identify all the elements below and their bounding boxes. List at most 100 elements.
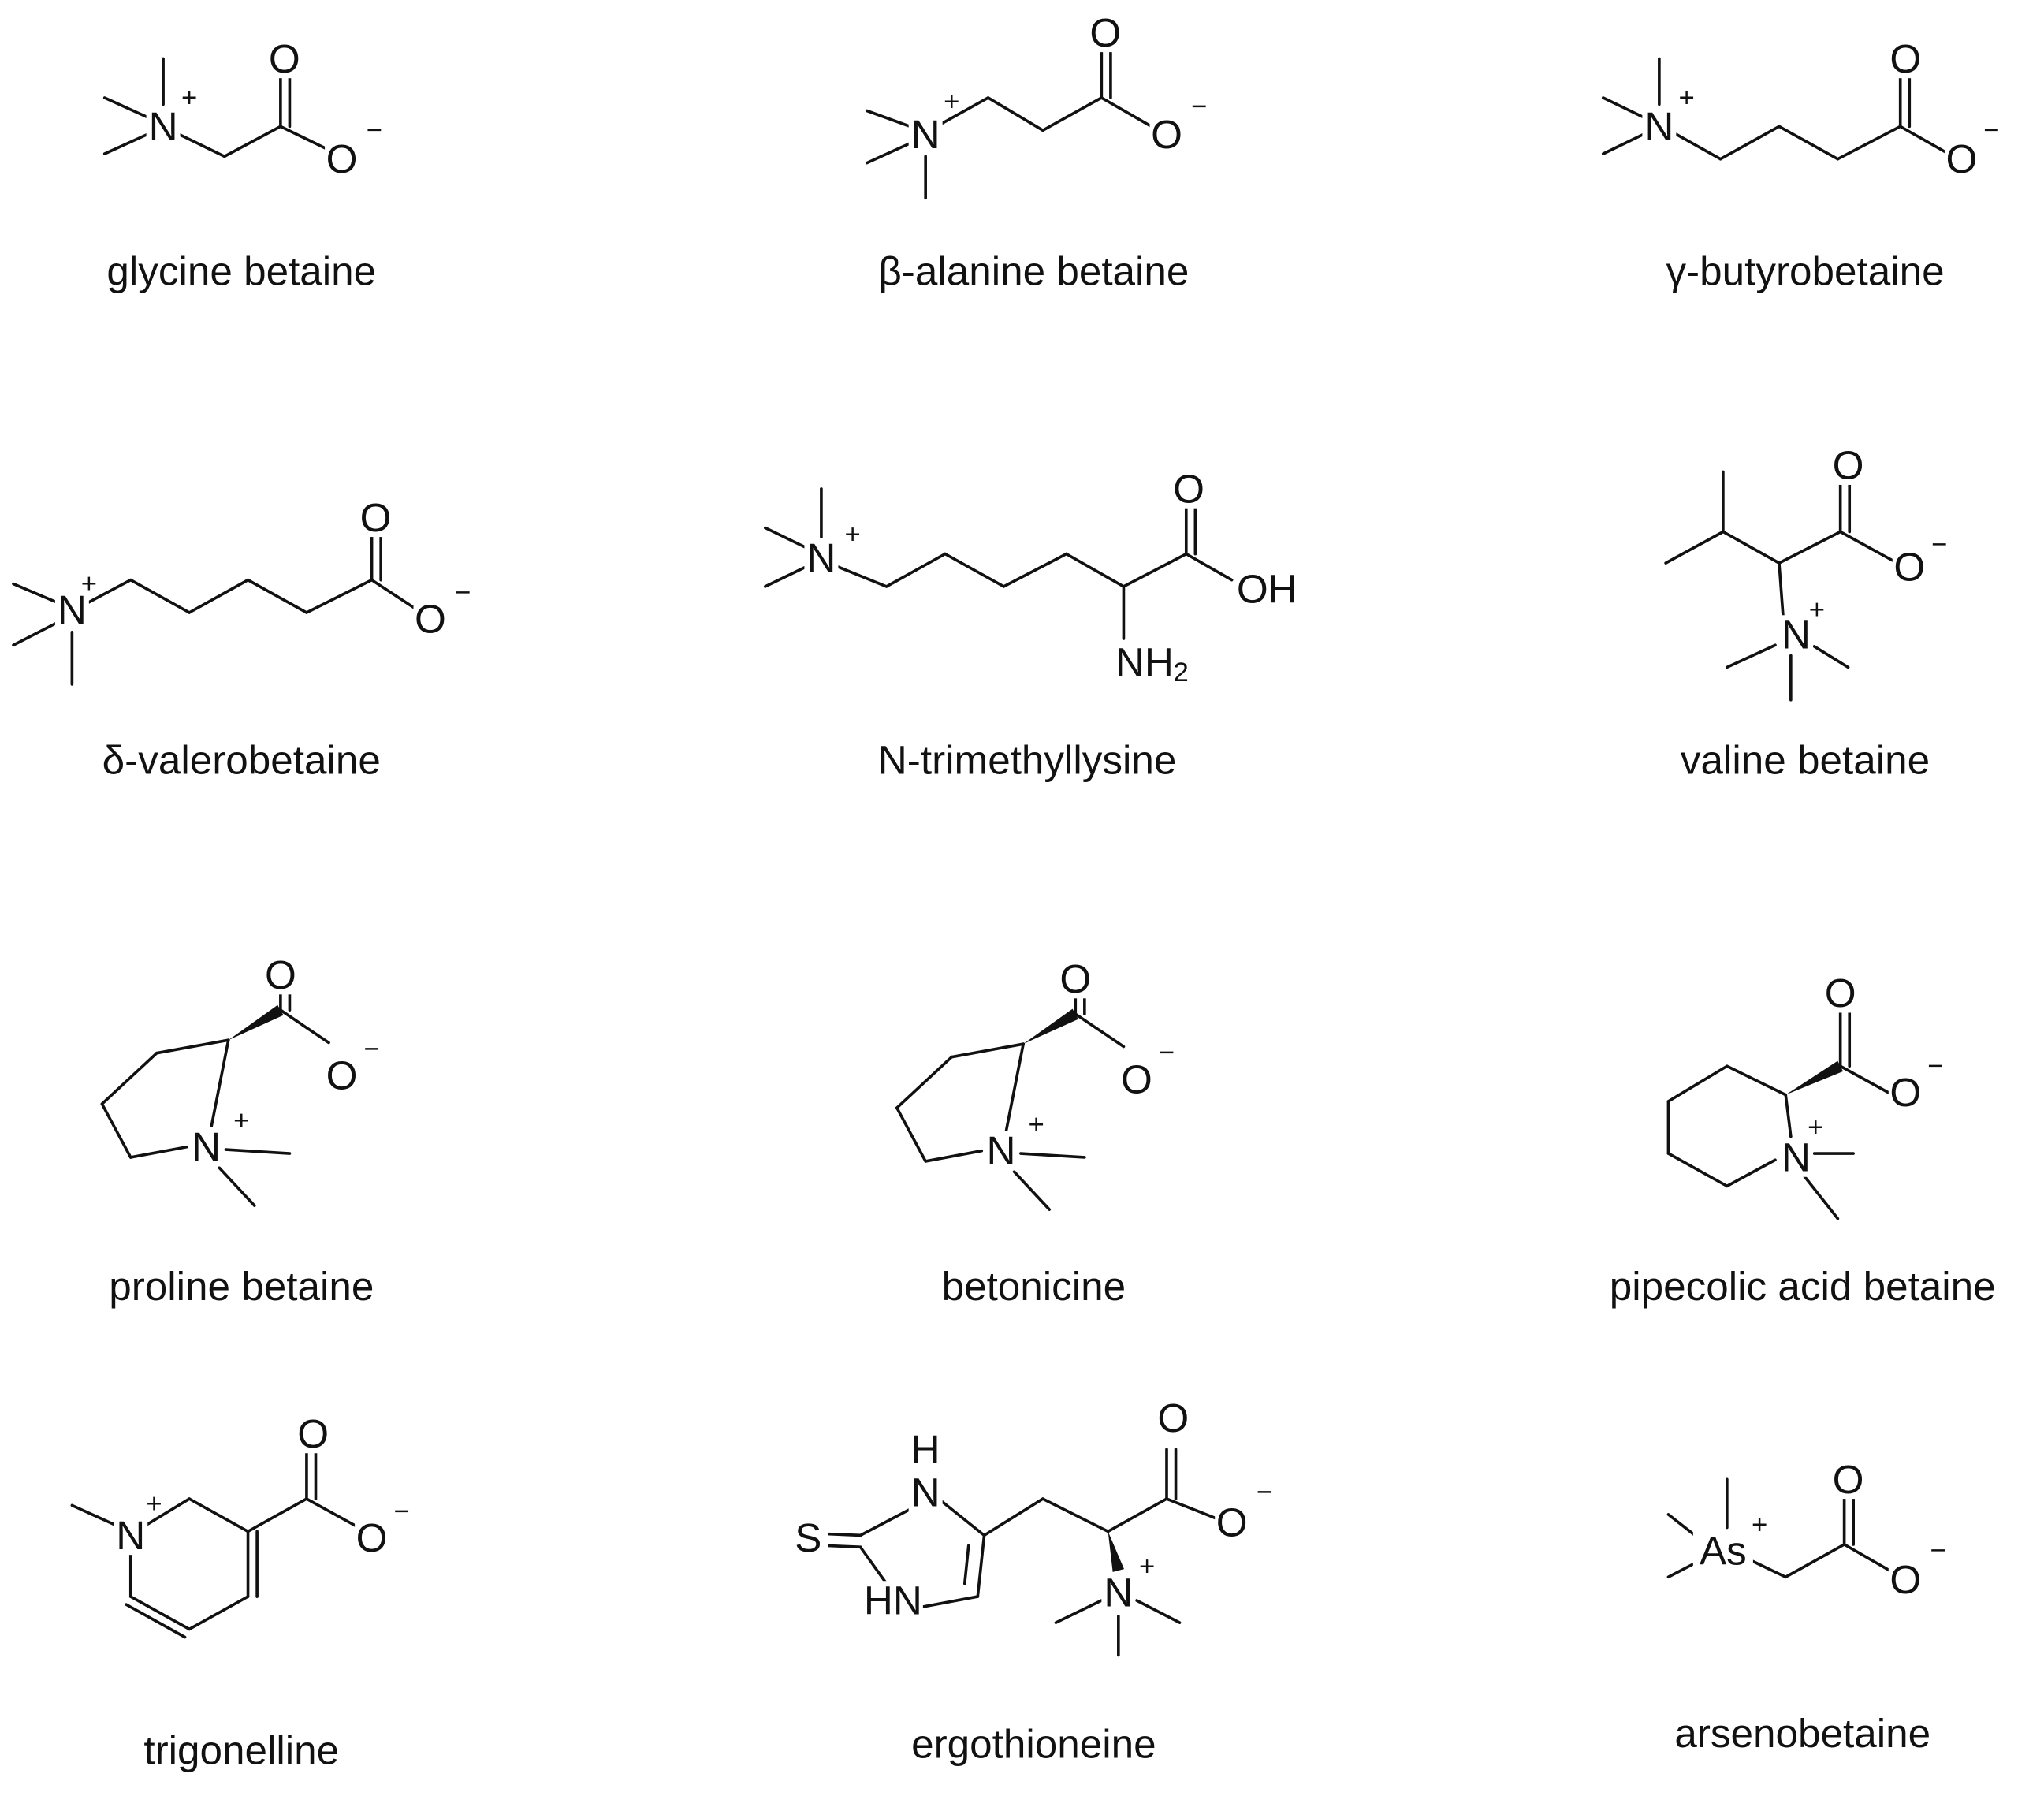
bond	[188, 578, 250, 614]
bond	[836, 565, 888, 588]
atom-label: O	[1945, 136, 1977, 181]
bond	[1041, 96, 1104, 132]
atom-backdrop	[1888, 39, 1923, 79]
bond	[1601, 96, 1645, 119]
atom-label: O	[1893, 545, 1925, 590]
bond	[155, 1038, 230, 1055]
charge-label: −	[1983, 115, 1999, 145]
atom-backdrop	[267, 39, 302, 79]
bond	[1752, 1559, 1788, 1579]
bond	[210, 1038, 230, 1128]
charge-label: −	[455, 578, 471, 608]
charge-label: −	[1927, 1051, 1943, 1081]
bond	[1812, 645, 1850, 669]
bond	[895, 1055, 954, 1109]
compound-name: proline betaine	[109, 1264, 374, 1309]
atom-label: O	[269, 36, 300, 81]
atom-label: N	[911, 1470, 940, 1515]
atom-label: O	[326, 1053, 358, 1097]
bond	[1122, 552, 1188, 588]
atom-label: O	[1089, 10, 1121, 55]
charge-label: −	[1191, 92, 1207, 122]
atom-backdrop	[1692, 1531, 1753, 1571]
compound-name: glycine betaine	[106, 248, 376, 293]
bond	[1784, 1543, 1846, 1579]
bond	[246, 578, 308, 614]
atom-backdrop	[862, 1581, 923, 1620]
bond	[1064, 552, 1126, 588]
atom-label: O	[1833, 443, 1864, 488]
charge-label: +	[1809, 595, 1825, 625]
atom-label: O	[1889, 36, 1921, 81]
atom-label: O	[1059, 956, 1091, 1001]
bond	[764, 565, 807, 588]
bond	[1778, 530, 1842, 565]
atom-backdrop	[1215, 1503, 1249, 1542]
charge-label: +	[944, 87, 959, 117]
atom-backdrop	[791, 1518, 825, 1558]
bond	[944, 552, 1006, 588]
charge-label: +	[81, 569, 97, 599]
bond	[1666, 1064, 1729, 1103]
atom-backdrop	[1892, 547, 1927, 587]
bond	[1041, 1497, 1110, 1533]
atom-backdrop	[355, 1518, 389, 1558]
bond	[895, 1106, 927, 1163]
charge-label: +	[1139, 1552, 1155, 1582]
bond	[936, 1497, 986, 1537]
atom-backdrop	[1171, 469, 1206, 509]
bond	[279, 1008, 330, 1045]
bond	[976, 1533, 986, 1598]
atom-backdrop	[1823, 973, 1858, 1013]
bond	[188, 1497, 250, 1533]
charge-label: +	[1808, 1112, 1823, 1142]
wedge-bond	[1108, 1531, 1125, 1572]
atom-label: N	[58, 587, 87, 632]
atom-backdrop	[1642, 106, 1677, 147]
compound-valine-betaine: OO−N+valine betaine	[1664, 443, 1947, 782]
atom-backdrop	[1944, 139, 1979, 179]
bond	[950, 1042, 1025, 1059]
atom-backdrop	[1888, 1072, 1923, 1112]
atom-backdrop	[804, 538, 839, 578]
bond	[224, 1148, 292, 1155]
charge-label: +	[1678, 83, 1694, 113]
atom-backdrop	[54, 590, 89, 630]
charge-label: +	[233, 1106, 249, 1136]
wedge-bond	[1023, 1008, 1078, 1045]
bond	[305, 1497, 360, 1530]
bond	[128, 1145, 188, 1159]
bond	[924, 1149, 984, 1163]
bond	[1726, 643, 1777, 669]
bond	[1778, 125, 1840, 161]
bond	[1012, 1170, 1052, 1211]
atom-label: N	[911, 112, 940, 157]
atom-backdrop	[325, 1056, 359, 1095]
compound-pipecolic-acid-betaine: N+OO−pipecolic acid betaine	[1610, 971, 1996, 1309]
bond	[100, 1102, 132, 1159]
atom-label: O	[1825, 971, 1856, 1015]
atom-backdrop	[189, 1127, 224, 1167]
bond	[764, 526, 807, 550]
atom-backdrop	[1888, 1559, 1923, 1600]
atom-label: O	[1157, 1395, 1189, 1440]
atom-label: O	[1889, 1070, 1921, 1115]
atom-label: H	[911, 1427, 940, 1472]
atom-label: O	[1833, 1457, 1864, 1502]
bond	[982, 1497, 1044, 1537]
compound-name: N-trimethyllysine	[878, 737, 1177, 782]
bond	[884, 552, 947, 588]
compound-name: ergothioneine	[911, 1721, 1156, 1766]
bond	[87, 578, 132, 604]
bond	[370, 578, 419, 612]
bond	[128, 1595, 191, 1631]
bond	[1135, 1599, 1182, 1624]
compound-arsenobetaine: As+OO−arsenobetaine	[1666, 1457, 1946, 1756]
charge-label: +	[844, 520, 860, 550]
bond	[1726, 1064, 1788, 1097]
bond	[1784, 1093, 1793, 1138]
atom-backdrop	[984, 1131, 1018, 1171]
bond	[940, 96, 990, 125]
bond	[128, 578, 191, 614]
atom-label: As	[1700, 1529, 1747, 1574]
